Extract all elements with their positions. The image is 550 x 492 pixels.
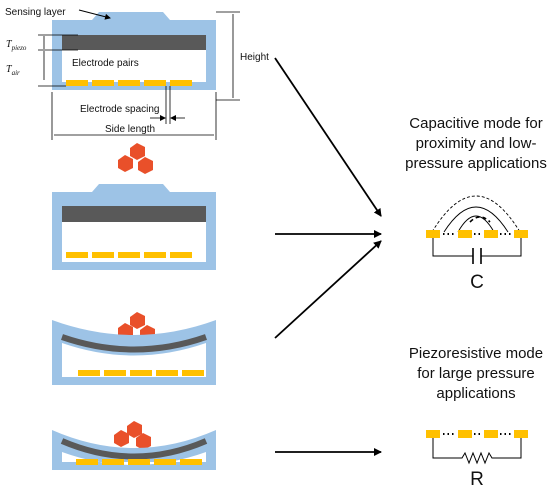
capacitive-title-line3: pressure applications bbox=[405, 155, 547, 172]
electrode-spacing-label: Electrode spacing bbox=[80, 104, 160, 115]
piezoresistive-title-line1: Piezoresistive mode bbox=[409, 345, 543, 362]
sensor-panel-high-pressure bbox=[52, 421, 216, 470]
electrode-row bbox=[66, 252, 192, 258]
sensor-panel-proximity bbox=[52, 143, 216, 270]
capacitive-circuit bbox=[432, 238, 522, 257]
field-arc-inner bbox=[457, 215, 495, 233]
height-label: Height bbox=[240, 52, 269, 63]
field-arc-outer bbox=[431, 195, 521, 233]
resistance-symbol: R bbox=[470, 469, 484, 490]
capacitive-electrodes bbox=[426, 230, 528, 238]
sensing-layer-bump bbox=[92, 12, 170, 20]
piezo-layer bbox=[62, 206, 206, 222]
piezoresistive-mode: Piezoresistive mode for large pressure a… bbox=[409, 345, 543, 490]
arrow-panel1-to-capacitive bbox=[274, 57, 382, 217]
piezo-layer bbox=[62, 35, 206, 50]
sensing-layer-bump bbox=[92, 184, 170, 192]
piezoresistive-title-line2: for large pressure bbox=[417, 365, 535, 382]
piezoresistive-title-line3: applications bbox=[436, 385, 515, 402]
particle-cluster bbox=[118, 143, 153, 174]
t-air-label: Tair bbox=[6, 64, 20, 77]
capacitive-mode: Capacitive mode for proximity and low- p… bbox=[405, 115, 547, 293]
electrode-row bbox=[78, 370, 204, 376]
particle-cluster bbox=[114, 421, 151, 450]
sensor-housing bbox=[52, 192, 216, 270]
resistor-circuit bbox=[432, 438, 522, 465]
sensor-cavity bbox=[62, 343, 206, 377]
side-length-label: Side length bbox=[105, 124, 155, 135]
electrode-row bbox=[76, 459, 202, 465]
sensing-layer-arrow bbox=[78, 9, 111, 20]
piezo-layer bbox=[61, 334, 207, 353]
piezoresistive-electrodes bbox=[426, 430, 528, 438]
flow-arrows bbox=[274, 57, 382, 456]
capacitance-symbol: C bbox=[470, 272, 484, 293]
arrow-panel3-to-capacitive bbox=[274, 240, 382, 339]
sensor-panel-low-pressure bbox=[52, 312, 216, 385]
piezo-layer bbox=[60, 438, 208, 460]
field-arc-mid bbox=[443, 206, 509, 233]
sensor-panel-detailed: Sensing layer Tpiezo Tair Electrode pair… bbox=[5, 7, 269, 140]
field-arc-small bbox=[469, 216, 491, 223]
sensing-layer-label: Sensing layer bbox=[5, 7, 66, 18]
capacitive-title-line1: Capacitive mode for bbox=[409, 115, 542, 132]
capacitive-title-line2: proximity and low- bbox=[416, 135, 537, 152]
electrode-row bbox=[66, 80, 192, 86]
t-piezo-label: Tpiezo bbox=[6, 39, 27, 52]
sensor-housing bbox=[52, 20, 216, 90]
electrode-pairs-label: Electrode pairs bbox=[72, 58, 139, 69]
